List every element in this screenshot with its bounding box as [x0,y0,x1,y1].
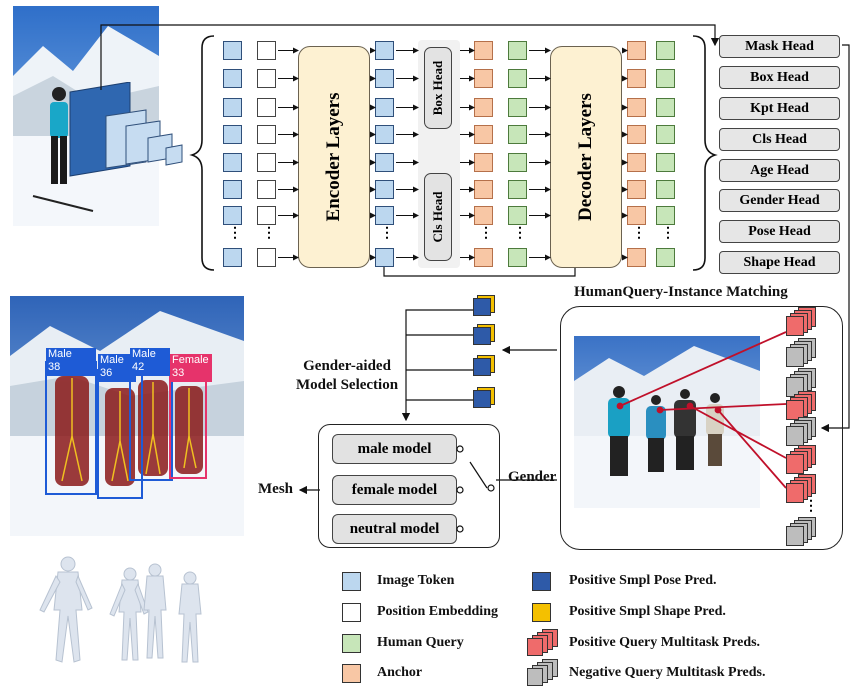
encoder-layers: Encoder Layers [298,46,370,268]
matching-panel [560,306,843,550]
token-hq-4-1 [508,69,527,88]
token-ellipsis: ⋮ [661,226,675,241]
token-img-0-3 [223,125,242,144]
legend-label: Image Token [377,573,455,588]
token-img-0-5 [223,180,242,199]
legend-swatch [532,572,551,591]
legend-swatch [342,664,361,683]
token-ellipsis: ⋮ [513,226,527,241]
token-hq-4-3 [508,125,527,144]
legend-label: Position Embedding [377,604,498,619]
token-hq-6-4 [656,153,675,172]
positive-query-card [786,316,804,336]
legend-swatch [342,572,361,591]
head-mask-head: Mask Head [719,35,840,58]
positive-query-card [786,400,804,420]
token-pos-1-5 [257,180,276,199]
token-ellipsis: ⋮ [632,226,646,241]
negative-query-card [786,347,804,367]
neutral-model[interactable]: neutral model [332,514,457,544]
token-pos-1-last [257,248,276,267]
mesh-label: Mesh [258,481,293,497]
cls-head-mid: Cls Head [424,173,452,261]
token-hq-4-last [508,248,527,267]
token-pos-1-2 [257,98,276,117]
token-hq-6-last [656,248,675,267]
token-ellipsis: ⋮ [380,226,394,241]
female-model[interactable]: female model [332,475,457,505]
gender-label: Gender [508,469,557,485]
positive-query-card [786,454,804,474]
token-pos-1-6 [257,206,276,225]
legend-label: Anchor [377,665,423,680]
positive-query-card [786,483,804,503]
pose-pred-icon [473,358,491,376]
token-hq-6-3 [656,125,675,144]
legend-swatch [527,668,543,686]
model-panel [318,424,500,548]
head-cls-head: Cls Head [719,128,840,151]
mesh-figures [39,556,202,663]
feature-pyramid-icon [69,82,183,177]
head-box-head: Box Head [719,66,840,89]
head-shape-head: Shape Head [719,251,840,274]
head-age-head: Age Head [719,159,840,182]
token-hq-4-4 [508,153,527,172]
legend-swatch [342,603,361,622]
legend-swatch [532,603,551,622]
legend-label: Human Query [377,635,464,650]
male-model[interactable]: male model [332,434,457,464]
token-hq-4-6 [508,206,527,225]
box-head-mid: Box Head [424,47,452,129]
pose-pred-icon [473,390,491,408]
legend-label: Positive Smpl Pose Pred. [569,573,717,588]
token-img-0-1 [223,69,242,88]
model-switch-points [456,445,464,533]
token-img-0-6 [223,206,242,225]
token-hq-4-0 [508,41,527,60]
token-pos-1-0 [257,41,276,60]
token-hq-6-1 [656,69,675,88]
token-pos-1-3 [257,125,276,144]
token-ellipsis: ⋮ [228,226,242,241]
token-hq-6-6 [656,206,675,225]
token-img-0-4 [223,153,242,172]
token-ellipsis: ⋮ [479,226,493,241]
token-hq-4-5 [508,180,527,199]
token-pos-1-1 [257,69,276,88]
legend-swatch [527,638,543,656]
matching-title: HumanQuery-Instance Matching [574,284,788,300]
token-img-0-last [223,248,242,267]
legend-label: Negative Query Multitask Preds. [569,665,766,680]
token-hq-4-2 [508,98,527,117]
token-img-0-2 [223,98,242,117]
token-img-0-0 [223,41,242,60]
negative-query-card [786,426,804,446]
token-pos-1-4 [257,153,276,172]
legend-label: Positive Query Multitask Preds. [569,635,761,650]
head-pose-head: Pose Head [719,220,840,243]
token-hq-6-2 [656,98,675,117]
token-ellipsis: ⋮ [262,226,276,241]
negative-query-card [786,526,804,546]
legend-label: Positive Smpl Shape Pred. [569,604,726,619]
legend-swatch [342,634,361,653]
head-gender-head: Gender Head [719,189,840,212]
pose-pred-icon [473,298,491,316]
token-hq-6-5 [656,180,675,199]
token-hq-6-0 [656,41,675,60]
pose-pred-icon [473,327,491,345]
decoder-layers: Decoder Layers [550,46,622,268]
head-kpt-head: Kpt Head [719,97,840,120]
query-ellipsis: ⋮ [804,499,818,514]
